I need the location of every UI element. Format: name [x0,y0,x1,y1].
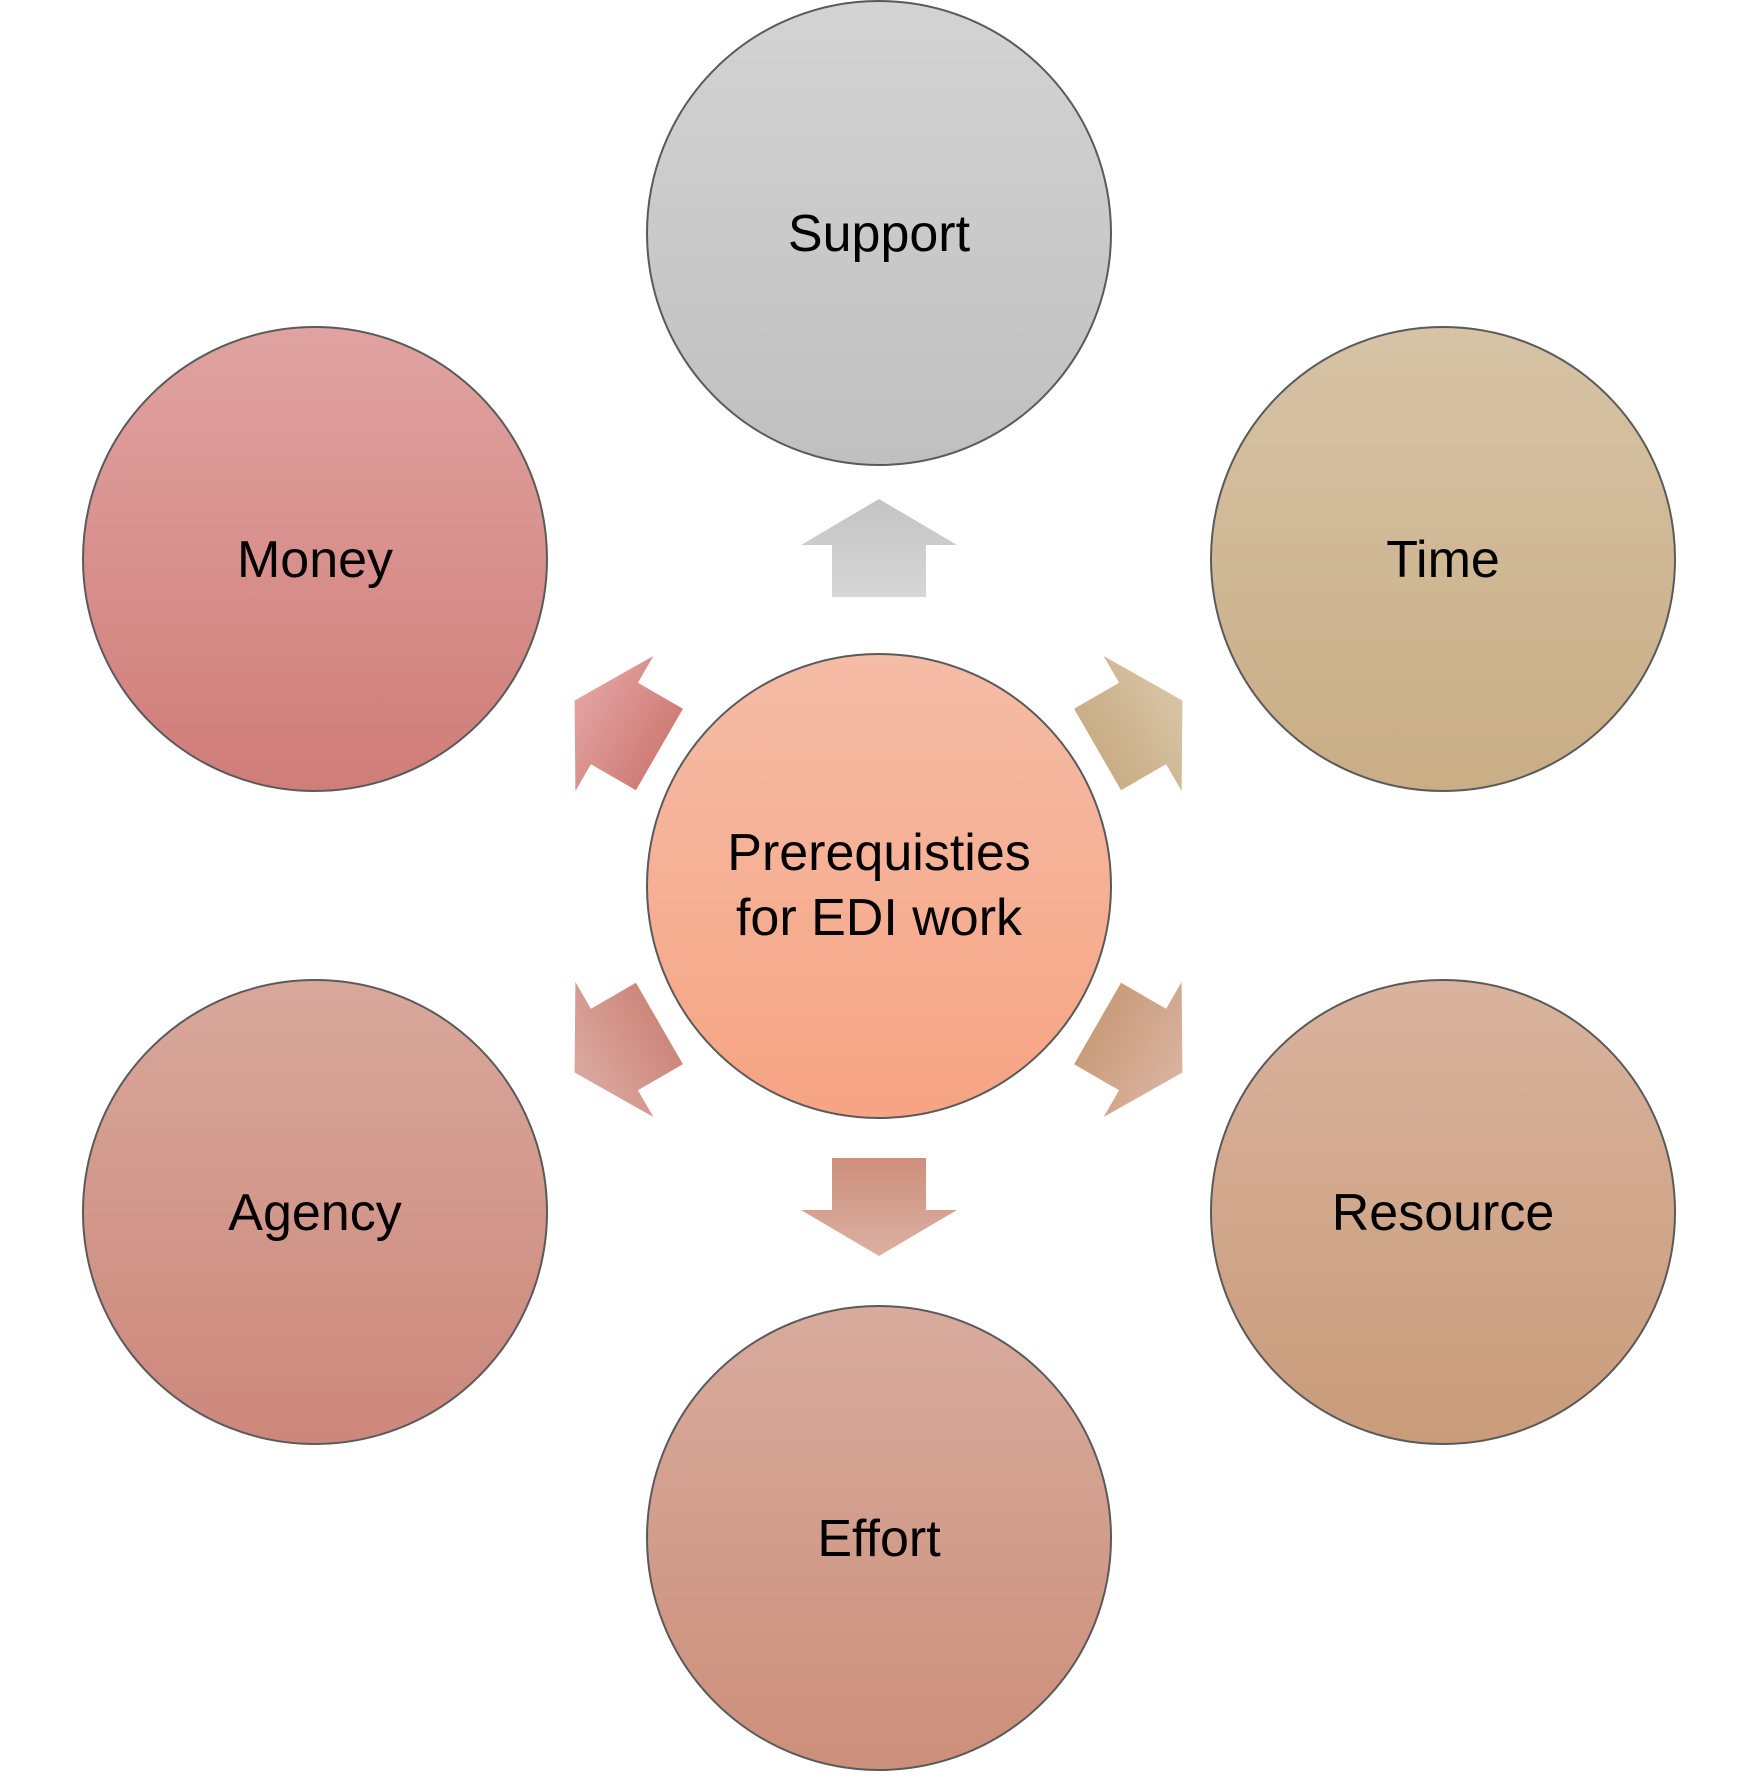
money-circle [82,326,548,792]
support-label: Support [788,205,971,263]
center-circle [646,653,1112,1119]
node-time: Time [1210,326,1676,792]
node-support: Support [646,0,1112,466]
time-circle [1210,326,1676,792]
arrow-to-money [574,655,683,792]
arrow-to-time [1074,655,1183,792]
time-label: Time [1386,531,1500,589]
effort-label: Effort [817,1510,941,1568]
arrow-to-agency [574,981,683,1118]
resource-circle [1210,979,1676,1445]
center-label-line-2: for EDI work [736,889,1023,947]
support-circle [646,0,1112,466]
center-label-line-1: Prerequisties [727,824,1030,882]
arrow-to-resource [1074,981,1183,1118]
resource-label: Resource [1332,1184,1555,1242]
node-effort: Effort [646,1305,1112,1771]
node-agency: Agency [82,979,548,1445]
money-label: Money [237,531,393,589]
arrow-to-support [801,499,957,597]
arrow-to-effort [801,1158,957,1256]
agency-circle [82,979,548,1445]
effort-circle [646,1305,1112,1771]
node-money: Money [82,326,548,792]
agency-label: Agency [228,1184,401,1242]
center-node: Prerequisties for EDI work [646,653,1112,1119]
node-resource: Resource [1210,979,1676,1445]
